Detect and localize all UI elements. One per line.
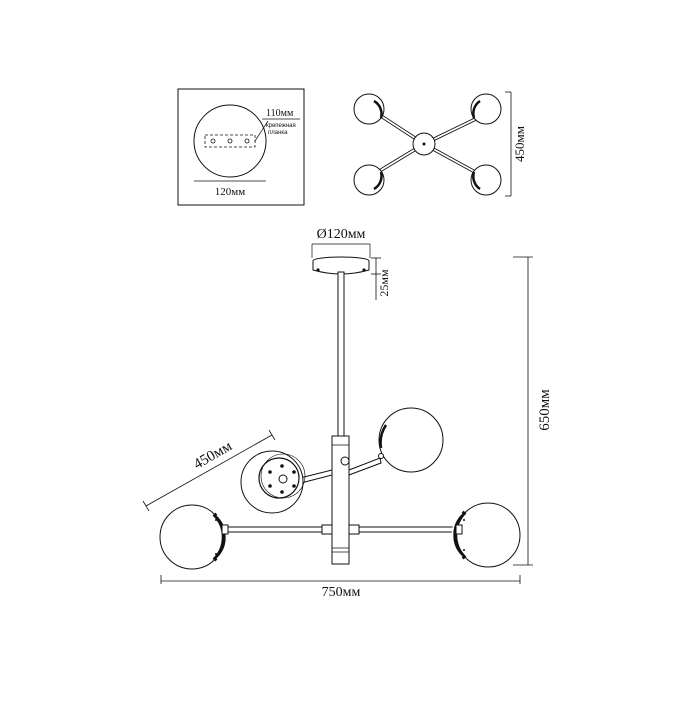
inset-width-label: 120мм <box>215 186 245 198</box>
arm-right <box>348 526 460 533</box>
arm-span-dim-line <box>145 434 273 507</box>
plate-caption-2: планка <box>268 130 288 136</box>
globe-right <box>455 502 521 568</box>
canopy-circle <box>193 104 267 178</box>
plate-hole-right <box>244 138 250 144</box>
top-shade-upper-right <box>470 93 502 125</box>
top-view: 450мм <box>353 91 527 197</box>
down-rod <box>337 271 345 439</box>
canopy-diameter-label: Ø120мм <box>317 227 366 242</box>
mounting-plate <box>204 134 256 148</box>
total-height-label: 650мм <box>537 389 553 431</box>
top-height-label: 450мм <box>512 126 527 162</box>
canopy-height-label: 25мм <box>377 269 391 297</box>
arm-left <box>225 526 333 533</box>
plate-hole-left <box>210 138 216 144</box>
central-column <box>331 435 350 565</box>
top-shade-lower-right <box>470 164 502 196</box>
total-width-label: 750мм <box>322 585 361 600</box>
inset-frame <box>177 88 305 206</box>
plate-leader-line <box>254 120 269 142</box>
arm-upper-right <box>348 457 382 476</box>
main-view: Ø120мм 25мм <box>142 227 553 600</box>
globe-upper-right <box>378 407 444 473</box>
plate-caption-1: крепежная <box>266 123 296 129</box>
top-shade-lower-left <box>353 164 385 196</box>
canopy-inset: 110мм крепежная планка 120мм <box>177 88 305 206</box>
plate-hole-center <box>227 138 233 144</box>
arm-span-label: 450мм <box>191 438 235 473</box>
plate-label: 110мм <box>266 108 294 119</box>
